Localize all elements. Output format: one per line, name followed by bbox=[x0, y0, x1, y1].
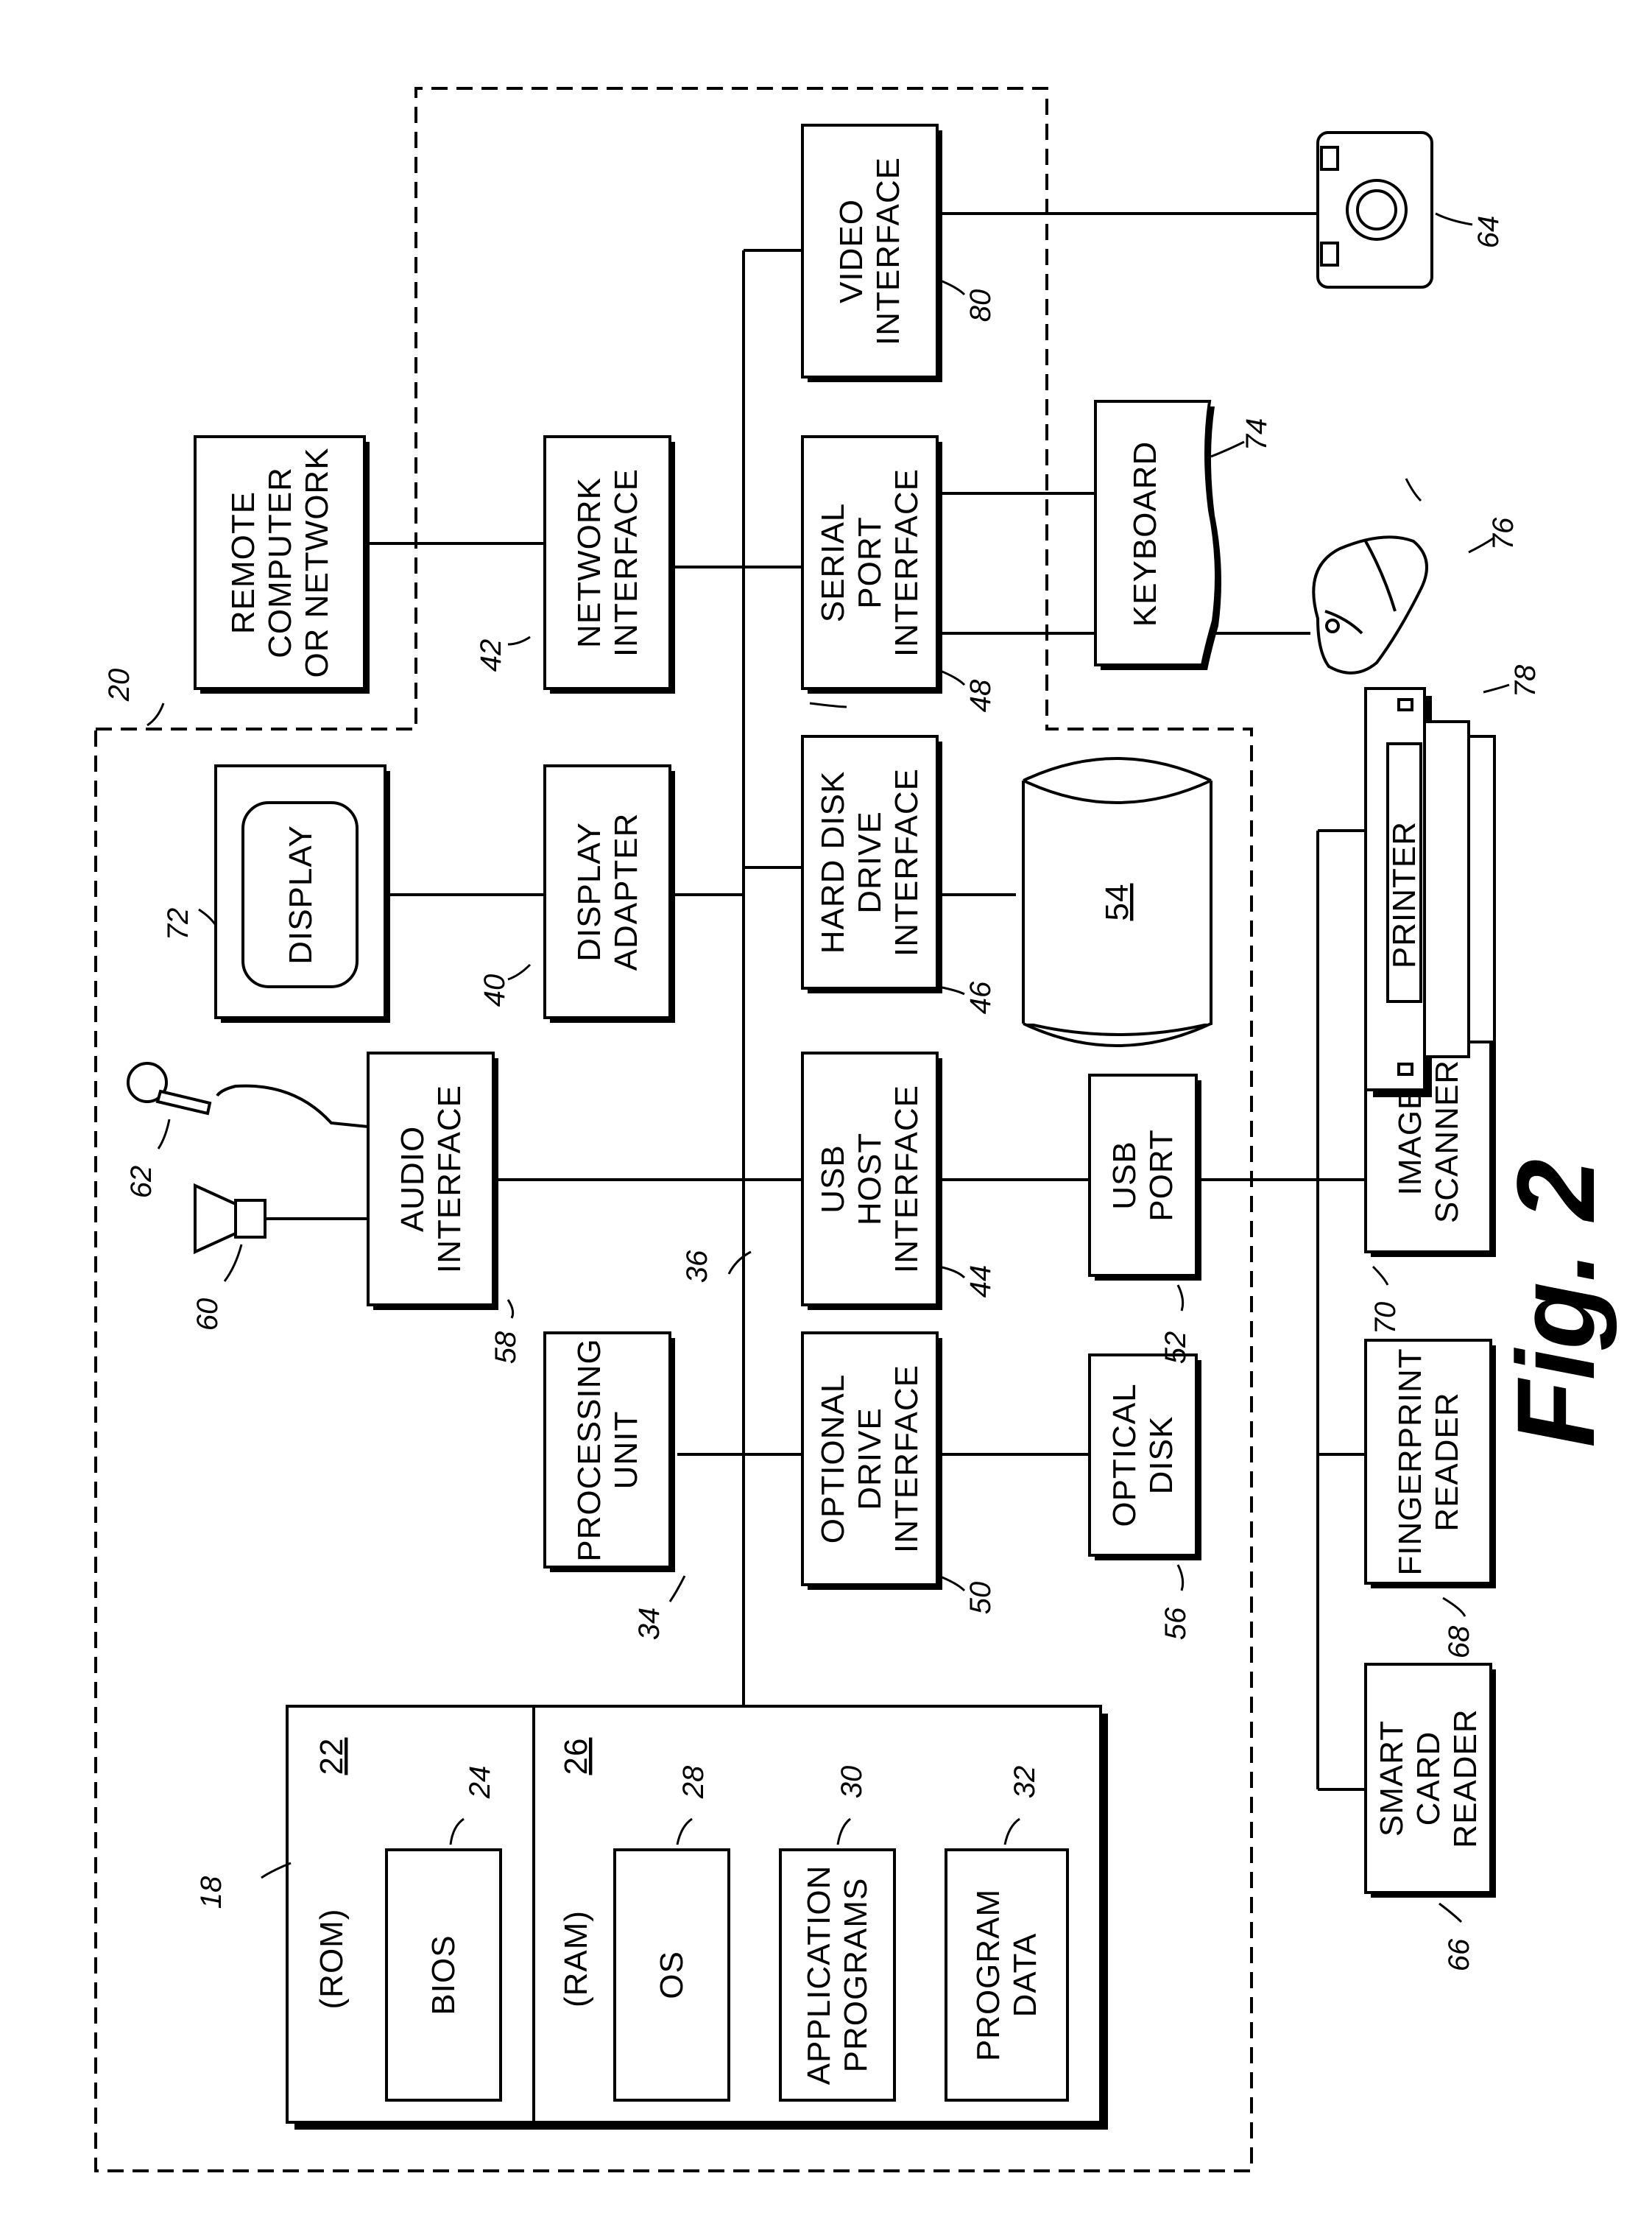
reference-numeral-52: 52 bbox=[1159, 1331, 1192, 1365]
reference-numeral-20: 20 bbox=[103, 669, 135, 703]
usb-port-label: USBPORT bbox=[1106, 1129, 1179, 1221]
application-programs-label: APPLICATIONPROGRAMS bbox=[801, 1865, 874, 2085]
bios-label: BIOS bbox=[426, 1934, 462, 2015]
mouse-icon bbox=[1313, 537, 1427, 673]
reference-numeral-80: 80 bbox=[964, 289, 997, 323]
keyboard-label: KEYBOARD bbox=[1127, 441, 1163, 627]
reference-numeral-76: 76 bbox=[1487, 517, 1519, 550]
os-label: OS bbox=[654, 1951, 690, 1999]
reference-numeral-30: 30 bbox=[836, 1766, 868, 1799]
microphone-icon bbox=[128, 1063, 210, 1113]
reference-numeral-68: 68 bbox=[1443, 1625, 1475, 1658]
rom-number-label: 22 bbox=[314, 1738, 350, 1775]
reference-numeral-42: 42 bbox=[475, 639, 507, 672]
figure-title: Fig. 2 bbox=[1494, 1159, 1617, 1448]
ram-number-label: 26 bbox=[558, 1738, 594, 1775]
reference-numeral-48: 48 bbox=[964, 679, 997, 712]
reference-numeral-40: 40 bbox=[479, 974, 511, 1007]
reference-numeral-56: 56 bbox=[1159, 1607, 1192, 1640]
reference-numeral-24: 24 bbox=[464, 1766, 496, 1800]
hard-disk-number-label: 54 bbox=[1099, 884, 1135, 921]
reference-numeral-50: 50 bbox=[964, 1582, 997, 1615]
ram-label: (RAM) bbox=[558, 1910, 594, 2007]
reference-numeral-58: 58 bbox=[490, 1331, 522, 1364]
reference-numeral-66: 66 bbox=[1443, 1938, 1475, 1971]
reference-numeral-74: 74 bbox=[1240, 418, 1273, 451]
speaker-icon bbox=[195, 1186, 265, 1252]
reference-numeral-28: 28 bbox=[677, 1765, 710, 1799]
reference-numeral-78: 78 bbox=[1509, 664, 1542, 697]
reference-numeral-34: 34 bbox=[633, 1608, 666, 1641]
reference-numeral-46: 46 bbox=[964, 981, 997, 1014]
display-label: DISPLAY bbox=[283, 825, 319, 965]
rom-label: (ROM) bbox=[314, 1909, 350, 2010]
printer-label: PRINTER bbox=[1386, 821, 1422, 968]
system-bus bbox=[677, 250, 802, 1712]
reference-numeral-72: 72 bbox=[162, 908, 194, 941]
camera-icon bbox=[1318, 133, 1432, 287]
reference-numeral-32: 32 bbox=[1009, 1766, 1041, 1799]
reference-numeral-44: 44 bbox=[964, 1265, 997, 1298]
reference-numeral-60: 60 bbox=[191, 1298, 224, 1331]
reference-numeral-62: 62 bbox=[125, 1166, 158, 1199]
reference-numeral-36: 36 bbox=[681, 1250, 713, 1283]
network-interface-label: NETWORKINTERFACE bbox=[571, 468, 644, 657]
reference-numeral-64: 64 bbox=[1472, 216, 1505, 249]
printer-icon bbox=[1366, 689, 1494, 1097]
reference-numeral-70: 70 bbox=[1369, 1302, 1402, 1335]
display-adapter-label: DISPLAYADAPTER bbox=[571, 813, 644, 971]
reference-numeral-18: 18 bbox=[195, 1876, 227, 1909]
